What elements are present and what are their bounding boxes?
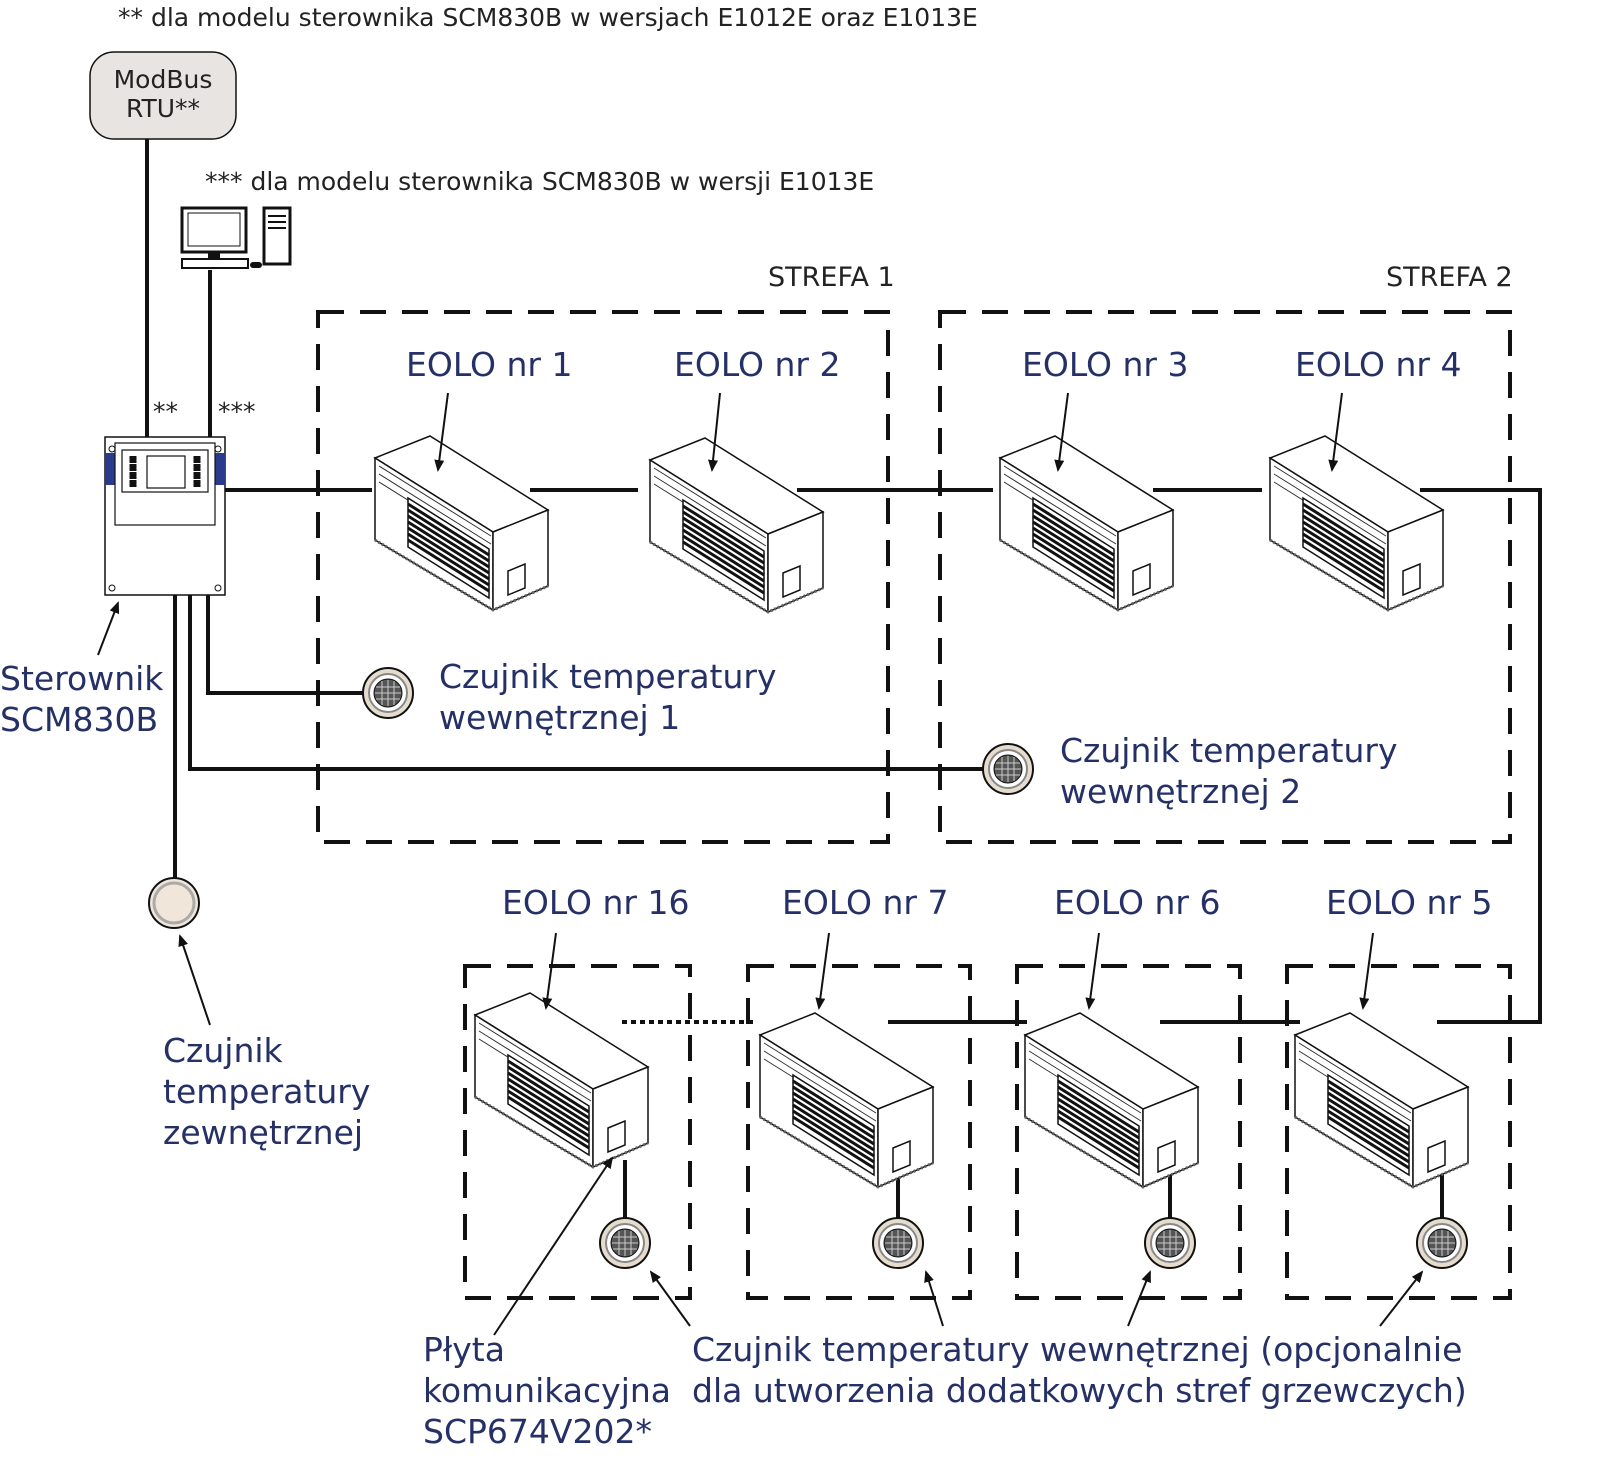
controller-scm830b xyxy=(104,436,226,596)
heater-label-6: EOLO nr 6 xyxy=(1054,883,1220,922)
comm-board-label: Płyta komunikacyjna SCP674V202* xyxy=(423,1330,671,1451)
sensor-internal-1 xyxy=(362,667,414,719)
heater-label-2: EOLO nr 2 xyxy=(674,345,840,384)
wire-mark-pc: *** xyxy=(218,397,256,426)
sensor-external xyxy=(148,877,200,929)
svg-text:ModBus: ModBus xyxy=(114,65,213,94)
heater-eolo-1 xyxy=(373,434,550,612)
svg-text:wewnętrznej 1: wewnętrznej 1 xyxy=(439,698,680,737)
computer-icon xyxy=(180,206,292,269)
heater-eolo-5 xyxy=(1293,1011,1470,1189)
svg-text:dla utworzenia dodatkowych str: dla utworzenia dodatkowych stref grzewcz… xyxy=(692,1371,1467,1410)
svg-text:Czujnik: Czujnik xyxy=(163,1031,284,1070)
pointer-arrows xyxy=(97,392,1424,1336)
svg-text:Czujnik temperatury: Czujnik temperatury xyxy=(1060,731,1398,770)
note-double-star: ** dla modelu sterownika SCM830B w wersj… xyxy=(118,3,978,32)
controller-label: Sterownik SCM830B xyxy=(0,659,164,739)
zone-boundary-eolo-7 xyxy=(746,964,972,1300)
svg-text:temperatury: temperatury xyxy=(163,1072,370,1111)
heater-label-3: EOLO nr 3 xyxy=(1022,345,1188,384)
svg-text:zewnętrznej: zewnętrznej xyxy=(163,1113,363,1152)
zone-2-boundary xyxy=(938,310,1512,844)
sensor-optional-eolo-5 xyxy=(1416,1217,1468,1269)
svg-text:Czujnik temperatury: Czujnik temperatury xyxy=(439,657,777,696)
zone-boundary-eolo-16 xyxy=(463,964,692,1300)
note-triple-star: *** dla modelu sterownika SCM830B w wers… xyxy=(205,167,874,196)
heater-eolo-16 xyxy=(473,991,650,1169)
svg-text:Czujnik temperatury wewnętrzne: Czujnik temperatury wewnętrznej (opcjona… xyxy=(692,1330,1462,1369)
svg-text:komunikacyjna: komunikacyjna xyxy=(423,1371,671,1410)
sensor-internal-2 xyxy=(982,743,1034,795)
heater-eolo-4 xyxy=(1268,434,1445,612)
sensor-optional-eolo-7 xyxy=(872,1217,924,1269)
svg-text:RTU**: RTU** xyxy=(126,94,200,123)
sensor-2-label: Czujnik temperatury wewnętrznej 2 xyxy=(1060,731,1398,811)
wire-mark-modbus: ** xyxy=(153,397,178,426)
heater-eolo-6 xyxy=(1023,1011,1200,1189)
sensor-optional-eolo-16 xyxy=(599,1217,651,1269)
outdoor-sensor-label: Czujnik temperatury zewnętrznej xyxy=(163,1031,370,1152)
zone-boundary-eolo-5 xyxy=(1285,964,1512,1300)
heater-label-4: EOLO nr 4 xyxy=(1295,345,1461,384)
zone-1-label: STREFA 1 xyxy=(768,262,895,293)
heater-eolo-7 xyxy=(758,1011,935,1189)
optional-sensor-label: Czujnik temperatury wewnętrznej (opcjona… xyxy=(692,1330,1467,1410)
svg-text:Sterownik: Sterownik xyxy=(0,659,164,698)
svg-text:SCM830B: SCM830B xyxy=(0,700,158,739)
modbus-rtu-box: ModBus RTU** xyxy=(89,51,237,140)
svg-text:Płyta: Płyta xyxy=(423,1330,505,1369)
svg-text:SCP674V202*: SCP674V202* xyxy=(423,1412,652,1451)
wiring xyxy=(145,139,1542,1218)
sensor-optional-eolo-6 xyxy=(1144,1217,1196,1269)
heater-eolo-2 xyxy=(648,436,825,614)
sensor-1-label: Czujnik temperatury wewnętrznej 1 xyxy=(439,657,777,737)
zone-boundary-eolo-6 xyxy=(1015,964,1242,1300)
heater-label-5: EOLO nr 5 xyxy=(1326,883,1492,922)
heater-label-16: EOLO nr 16 xyxy=(502,883,689,922)
heater-label-7: EOLO nr 7 xyxy=(782,883,948,922)
svg-text:wewnętrznej 2: wewnętrznej 2 xyxy=(1060,772,1301,811)
zone-2-label: STREFA 2 xyxy=(1386,262,1513,293)
zone-1-boundary xyxy=(316,310,890,844)
heater-eolo-3 xyxy=(998,434,1175,612)
heater-label-1: EOLO nr 1 xyxy=(406,345,572,384)
